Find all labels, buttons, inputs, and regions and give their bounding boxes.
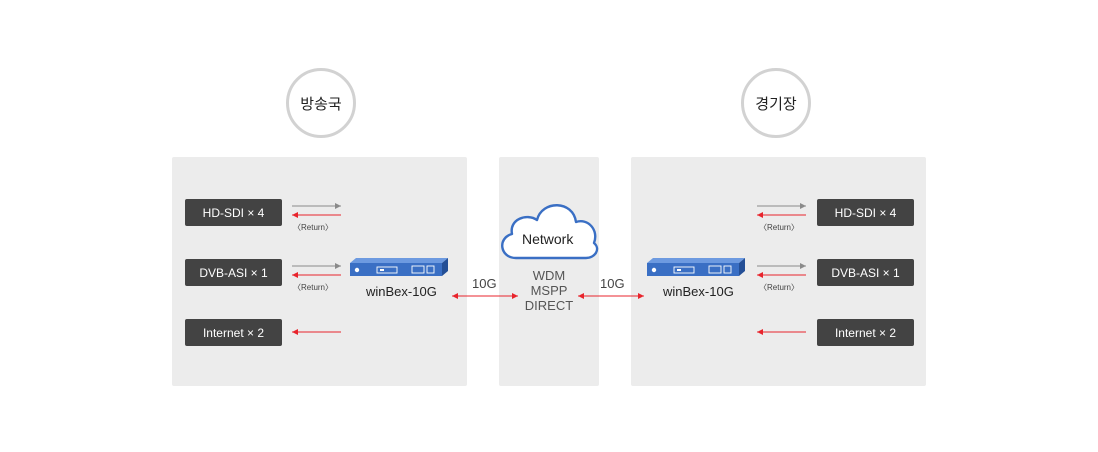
left-device-icon xyxy=(350,258,448,276)
left-dvb-asi-return-label: 〈Return〉 xyxy=(293,283,334,292)
right-input-dvb-asi: DVB-ASI × 1 xyxy=(817,259,914,286)
network-cloud-label: Network xyxy=(522,231,574,247)
cloud-icon xyxy=(501,204,599,260)
left-input-dvb-asi-label: DVB-ASI × 1 xyxy=(199,265,268,280)
right-device-label: winBex-10G xyxy=(663,284,734,299)
network-technologies: WDM MSPP DIRECT xyxy=(499,268,599,313)
right-device-icon xyxy=(647,258,745,276)
right-site-title: 경기장 xyxy=(741,68,811,138)
left-input-internet: Internet × 2 xyxy=(185,319,282,346)
network-tech-mspp: MSPP xyxy=(530,283,568,298)
left-input-internet-label: Internet × 2 xyxy=(202,325,265,340)
left-input-dvb-asi: DVB-ASI × 1 xyxy=(185,259,282,286)
left-device-label: winBex-10G xyxy=(366,284,437,299)
right-input-internet: Internet × 2 xyxy=(817,319,914,346)
right-site-title-text: 경기장 xyxy=(755,94,797,113)
network-tech-direct: DIRECT xyxy=(524,298,574,313)
right-link-label: 10G xyxy=(600,276,625,291)
right-input-hd-sdi: HD-SDI × 4 xyxy=(817,199,914,226)
right-dvb-asi-return-label: 〈Return〉 xyxy=(759,283,800,292)
left-site-title-text: 방송국 xyxy=(300,94,342,113)
right-input-hd-sdi-label: HD-SDI × 4 xyxy=(834,205,897,220)
right-input-internet-label: Internet × 2 xyxy=(834,325,897,340)
left-input-hd-sdi: HD-SDI × 4 xyxy=(185,199,282,226)
right-hd-sdi-return-label: 〈Return〉 xyxy=(759,223,800,232)
left-input-hd-sdi-label: HD-SDI × 4 xyxy=(202,205,265,220)
network-tech-wdm: WDM xyxy=(532,268,566,283)
network-panel xyxy=(499,157,599,386)
left-hd-sdi-return-label: 〈Return〉 xyxy=(293,223,334,232)
left-link-label: 10G xyxy=(472,276,497,291)
right-input-dvb-asi-label: DVB-ASI × 1 xyxy=(831,265,900,280)
left-site-title: 방송국 xyxy=(286,68,356,138)
